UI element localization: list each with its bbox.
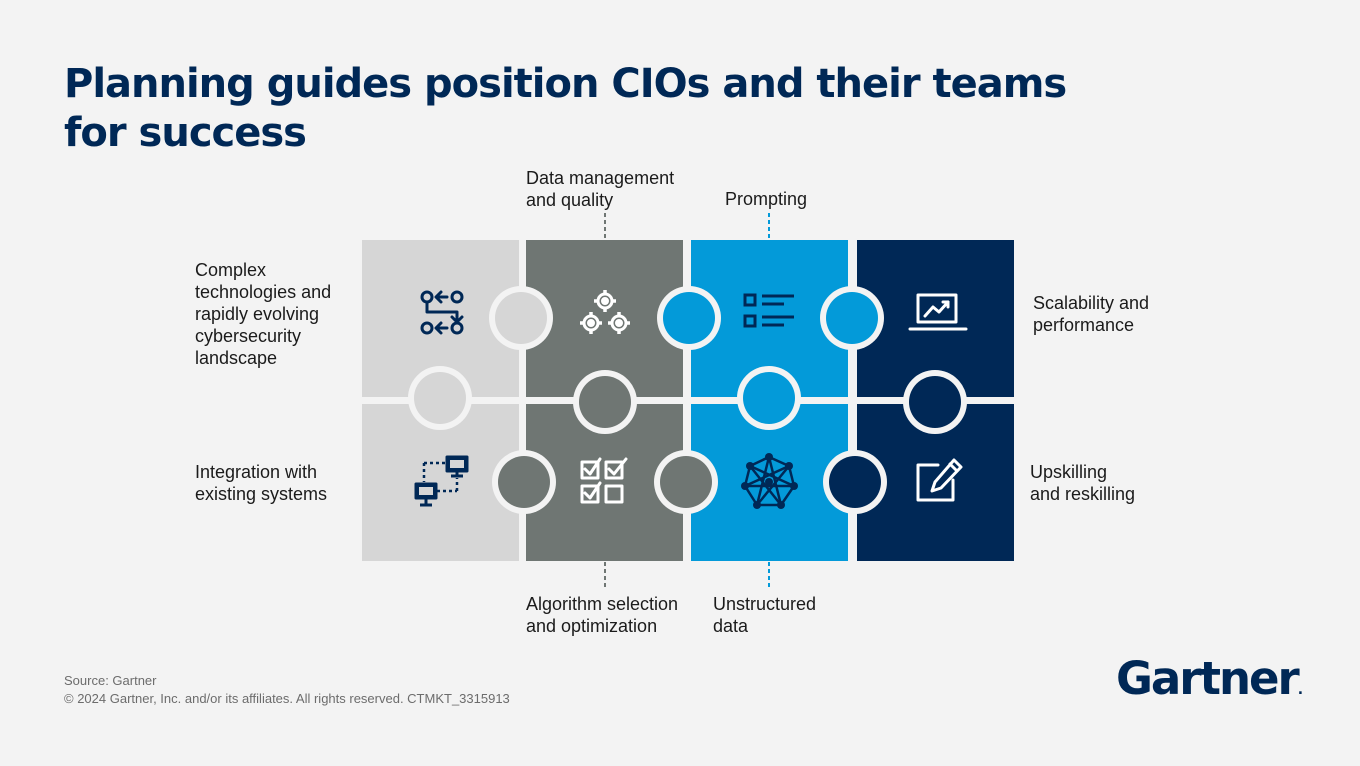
edit-icon [916, 458, 963, 502]
knob [909, 376, 961, 428]
logo-text: Gartner [1116, 652, 1300, 705]
knob [414, 372, 466, 424]
label-algorithm: Algorithm selection and optimization [526, 594, 679, 636]
knob [829, 456, 881, 508]
knob [579, 376, 631, 428]
footer: Source: Gartner © 2024 Gartner, Inc. and… [64, 672, 510, 708]
process-arrows-icon [420, 290, 464, 335]
label-complex-technologies: Complex technologies and rapidly evolvin… [195, 260, 332, 368]
page-title: Planning guides position CIOs and their … [64, 61, 1067, 156]
copyright-text: © 2024 Gartner, Inc. and/or its affiliat… [64, 691, 510, 706]
label-data-management: Data management and quality [526, 168, 675, 210]
label-upskilling: Upskilling and reskilling [1030, 462, 1136, 504]
neural-network-icon [741, 453, 798, 509]
knob [743, 372, 795, 424]
knob [498, 456, 550, 508]
laptop-chart-icon [908, 293, 968, 331]
network-monitors-icon [414, 455, 469, 507]
gears-icon [580, 290, 630, 334]
knob [495, 292, 547, 344]
logo-mark: . [1297, 682, 1304, 698]
label-scalability: Scalability and performance [1033, 293, 1150, 335]
list-icon [743, 293, 794, 328]
label-integration: Integration with existing systems [195, 462, 328, 504]
gartner-logo: Gartner. [1116, 652, 1303, 705]
label-unstructured: Unstructured data [713, 594, 817, 636]
knob [663, 292, 715, 344]
checklist-icon [580, 457, 628, 504]
knob [660, 456, 712, 508]
knob [826, 292, 878, 344]
label-prompting: Prompting [725, 189, 808, 209]
source-text: Source: Gartner [64, 673, 157, 688]
